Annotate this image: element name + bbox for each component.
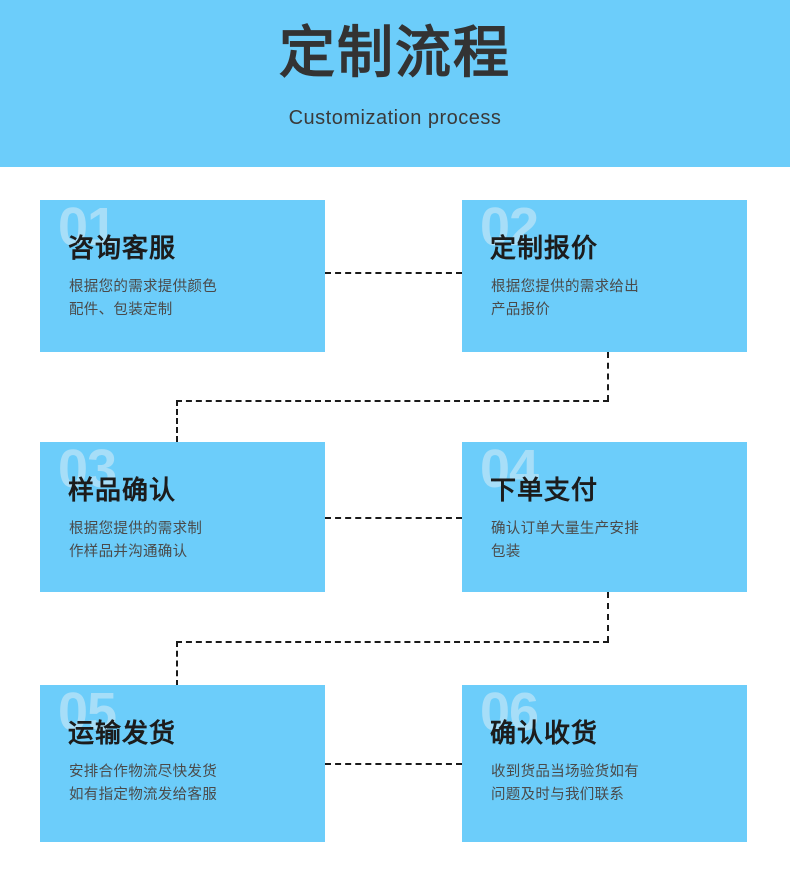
step-title: 运输发货 xyxy=(68,718,177,748)
connector-step4-down xyxy=(607,592,609,642)
connector-step5-to-step6 xyxy=(325,763,462,765)
step-title: 下单支付 xyxy=(490,475,599,505)
step-title: 样品确认 xyxy=(68,475,177,505)
connector-step2-to-step3-horizontal xyxy=(176,400,609,402)
step-description-line-2: 问题及时与我们联系 xyxy=(491,787,625,803)
step-number: 03 xyxy=(58,439,117,499)
step-description-line-1: 根据您的需求提供颜色 xyxy=(69,279,217,295)
step-number: 06 xyxy=(480,682,539,742)
step-card-02[interactable]: 02 定制报价 根据您提供的需求给出 产品报价 xyxy=(462,197,747,352)
step-description: 根据您提供的需求制 作样品并沟通确认 xyxy=(69,518,309,564)
step-description-line-2: 如有指定物流发给客服 xyxy=(69,787,217,803)
step-description-line-2: 包装 xyxy=(491,544,521,560)
page-subtitle: Customization process xyxy=(288,107,502,129)
step-card-05[interactable]: 05 运输发货 安排合作物流尽快发货 如有指定物流发给客服 xyxy=(40,682,325,842)
connector-step5-down xyxy=(176,641,178,686)
step-number: 05 xyxy=(58,682,117,742)
step-description-line-2: 产品报价 xyxy=(491,302,551,318)
step-card-03[interactable]: 03 样品确认 根据您提供的需求制 作样品并沟通确认 xyxy=(40,439,325,592)
step-card-01[interactable]: 01 咨询客服 根据您的需求提供颜色 配件、包装定制 xyxy=(40,197,325,352)
step-title: 定制报价 xyxy=(490,233,599,263)
step-title: 确认收货 xyxy=(490,718,599,748)
page-title: 定制流程 xyxy=(279,21,511,84)
step-description-line-1: 收到货品当场验货如有 xyxy=(491,764,639,780)
step-description-line-2: 配件、包装定制 xyxy=(69,302,173,318)
step-number: 01 xyxy=(58,197,117,257)
step-card-04[interactable]: 04 下单支付 确认订单大量生产安排 包装 xyxy=(462,439,747,592)
header-banner: 定制流程 Customization process xyxy=(0,0,790,167)
step-description: 根据您的需求提供颜色 配件、包装定制 xyxy=(69,276,309,322)
connector-step4-to-step5-horizontal xyxy=(176,641,609,643)
step-description-line-1: 根据您提供的需求给出 xyxy=(491,279,639,295)
step-card-06[interactable]: 06 确认收货 收到货品当场验货如有 问题及时与我们联系 xyxy=(462,682,747,842)
connector-step1-to-step2 xyxy=(325,272,462,274)
step-description: 安排合作物流尽快发货 如有指定物流发给客服 xyxy=(69,761,309,807)
connector-step2-down xyxy=(607,352,609,401)
step-description-line-2: 作样品并沟通确认 xyxy=(69,544,188,560)
connector-step3-down xyxy=(176,400,178,442)
step-description: 根据您提供的需求给出 产品报价 xyxy=(491,276,731,322)
step-description-line-1: 根据您提供的需求制 xyxy=(69,521,203,537)
step-title: 咨询客服 xyxy=(68,233,177,263)
connector-step3-to-step4 xyxy=(325,517,462,519)
step-description-line-1: 确认订单大量生产安排 xyxy=(491,521,639,537)
step-description: 收到货品当场验货如有 问题及时与我们联系 xyxy=(491,761,731,807)
step-number: 04 xyxy=(480,439,539,499)
step-description: 确认订单大量生产安排 包装 xyxy=(491,518,731,564)
step-description-line-1: 安排合作物流尽快发货 xyxy=(69,764,217,780)
step-number: 02 xyxy=(480,197,539,257)
